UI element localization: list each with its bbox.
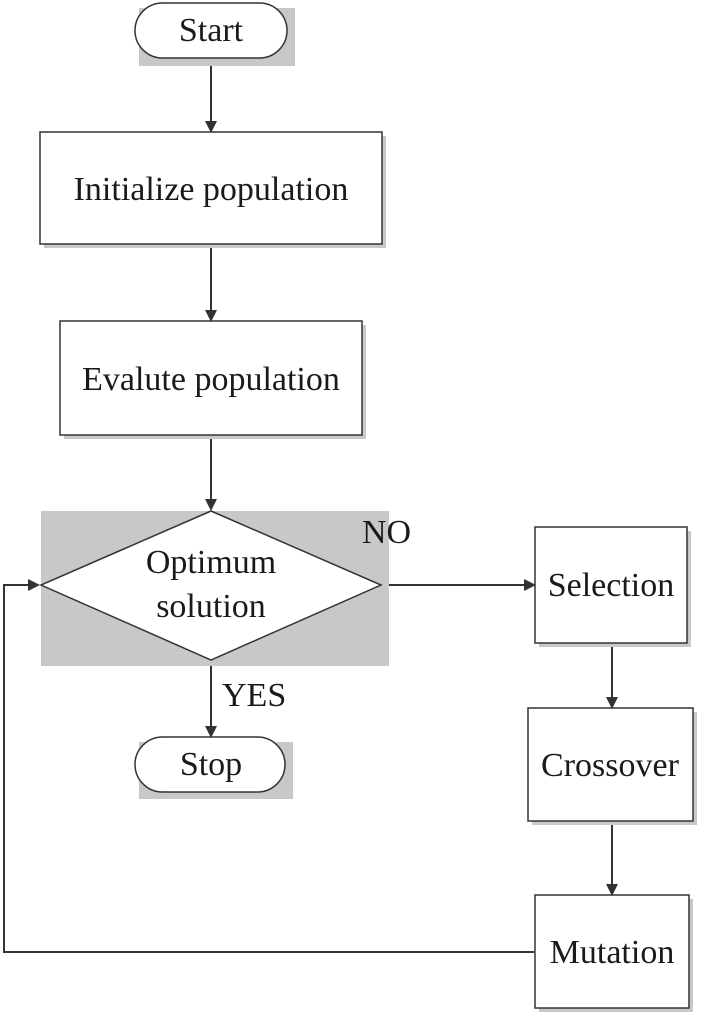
selection-label: Selection: [548, 567, 675, 604]
evaluate-process-shape: [59, 320, 363, 436]
crossover-process: Crossover: [527, 707, 697, 825]
init-process-shape: [39, 131, 383, 245]
crossover-process-shape: [527, 707, 694, 822]
edge-mutation-loop-back: [3, 579, 534, 953]
connectors: [3, 58, 618, 953]
mutation-label: Mutation: [550, 934, 675, 971]
mutation-process: Mutation: [534, 894, 693, 1012]
evaluate-label: Evalute population: [82, 361, 340, 398]
crossover-label: Crossover: [541, 747, 680, 784]
decision-label-line1: Optimum: [146, 544, 276, 581]
start-label: Start: [179, 12, 244, 49]
start-terminal-shape: [134, 2, 288, 59]
init-process: Initialize population: [39, 131, 386, 248]
stop-label: Stop: [180, 746, 242, 783]
evaluate-process: Evalute population: [59, 320, 366, 439]
decision-diamond: [39, 510, 383, 661]
decision-node: Optimum solution: [39, 510, 389, 666]
stop-terminal: Stop: [134, 736, 293, 799]
selection-process-shape: [534, 526, 688, 644]
stop-terminal-shape: [134, 736, 286, 793]
decision-label-line2: solution: [156, 588, 266, 625]
selection-process: Selection: [534, 526, 691, 647]
mutation-process-shape: [534, 894, 690, 1009]
start-terminal: Start: [134, 2, 295, 66]
yes-label: YES: [222, 677, 286, 714]
no-label: NO: [362, 514, 411, 551]
init-label: Initialize population: [74, 171, 349, 208]
